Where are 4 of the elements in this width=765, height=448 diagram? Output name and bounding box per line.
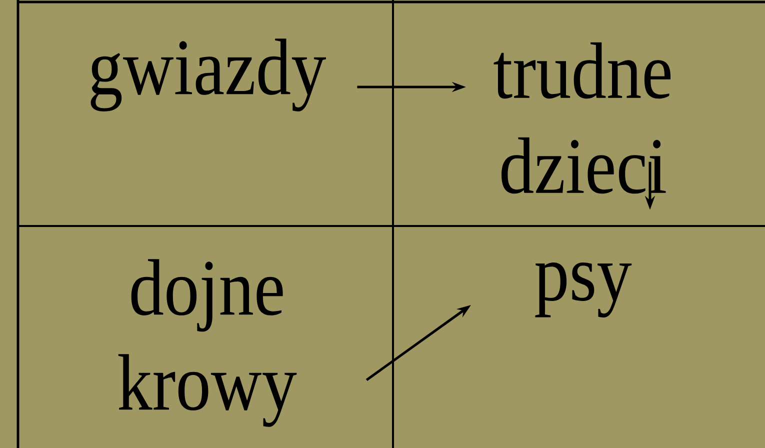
quadrant-label: psy: [535, 262, 632, 318]
quadrant-label: trudne dzieci: [494, 42, 670, 194]
quadrant-label: dojne krowy: [118, 259, 297, 427]
quadrant-label: gwiazdy: [90, 38, 326, 112]
